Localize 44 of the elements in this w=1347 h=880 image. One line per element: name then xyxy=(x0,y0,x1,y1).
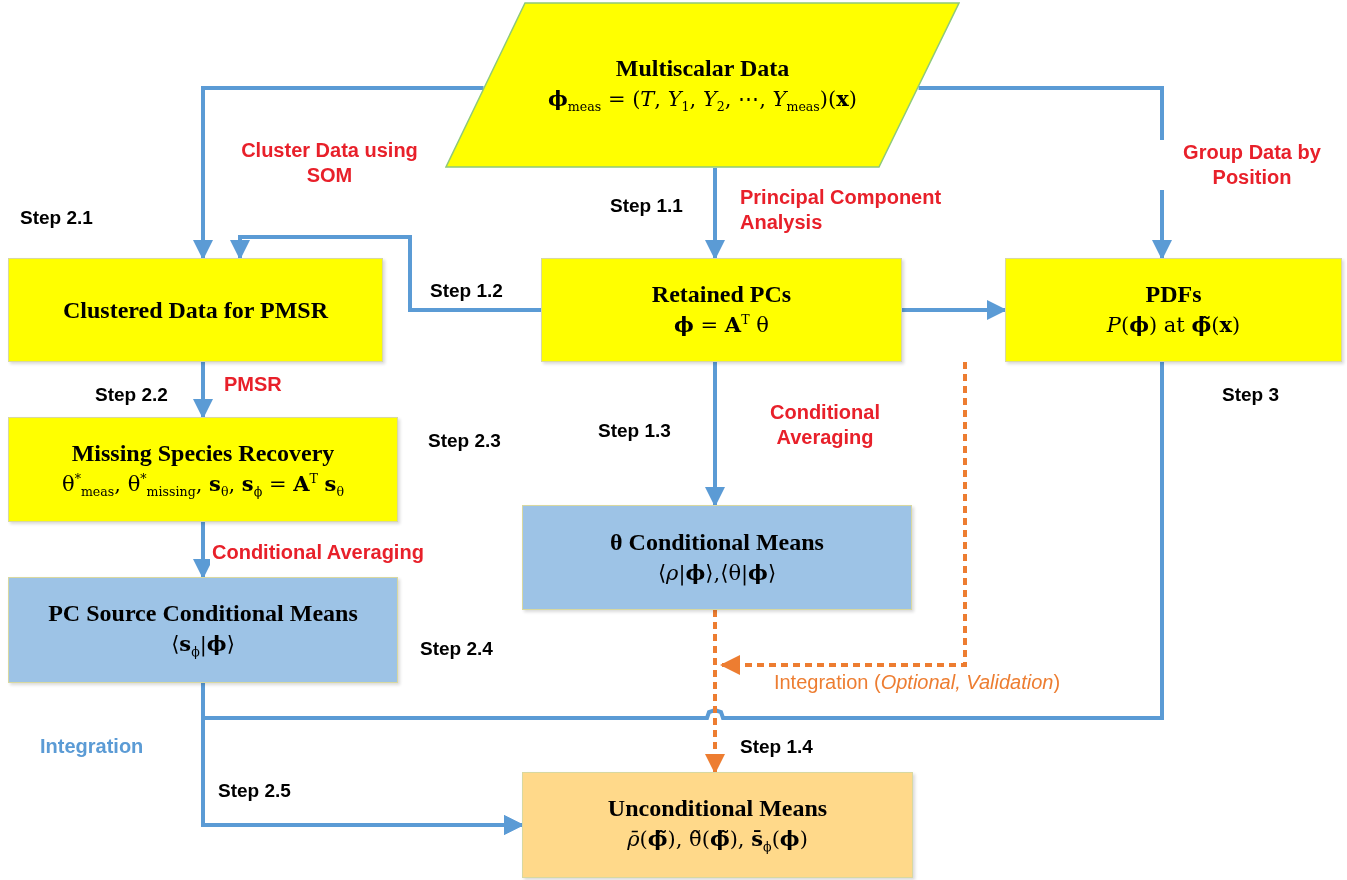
process-box xyxy=(8,417,398,522)
formula-text: ⟨ρ|ϕ⟩,⟨θ|ϕ⟩ xyxy=(657,558,777,588)
process-box xyxy=(8,258,383,362)
node-title: Multiscalar Data xyxy=(615,54,790,84)
node-title: Retained PCs xyxy=(651,280,792,310)
formula-text: P(ϕ) at ϕ̃(x) xyxy=(1106,311,1241,340)
node-title: PC Source Conditional Means xyxy=(48,599,358,629)
arrow xyxy=(705,362,725,507)
arrow xyxy=(201,362,1164,835)
step-label: Step 1.1 xyxy=(610,195,683,217)
step-label: Step 2.4 xyxy=(420,638,493,660)
formula-text: ϕ$_{meas}$ = (T, Y$_{1}$, Y$_{2}$, ⋯, Y$_{meas}$)(x) xyxy=(548,85,857,116)
node-title: Missing Species Recovery xyxy=(71,438,335,468)
process-box xyxy=(8,577,398,683)
arrow xyxy=(193,86,484,260)
data-parallelogram xyxy=(445,2,960,168)
formula-text: ρ̄(ϕ̃), θ̃(ϕ̃), s̄$_{ϕ}$(ϕ) xyxy=(627,825,808,856)
step-label: Step 2.1 xyxy=(20,207,93,229)
arrow xyxy=(902,300,1007,320)
step-label: Step 1.4 xyxy=(740,736,813,758)
step-label: Step 2.3 xyxy=(428,430,501,452)
node-title: PDFs xyxy=(1145,280,1202,310)
arrow xyxy=(705,168,725,260)
step-label: Step 1.3 xyxy=(598,420,671,442)
formula-text: θ$^{*}$$_{meas}$, θ$^{*}$$_{missing}$, s$_{θ}$, s$_{ϕ}$ = A$^{T}$ s$_{θ}$ xyxy=(61,469,345,501)
node-title: Clustered Data for PMSR xyxy=(62,295,329,325)
step-label: Step 1.2 xyxy=(430,280,503,302)
dashed-arrow xyxy=(705,610,725,774)
formula-text: ⟨s$_{ϕ}$|ϕ⟩ xyxy=(171,630,235,661)
process-box xyxy=(522,505,912,610)
step-label: Step 3 xyxy=(1222,384,1280,406)
process-box xyxy=(541,258,902,362)
step-label: Step 2.5 xyxy=(218,780,291,802)
step-label: Step 2.2 xyxy=(95,384,168,406)
dashed-arrow xyxy=(720,362,967,675)
formula-text: ϕ = A$^{T}$ θ xyxy=(674,311,769,340)
node-title: Unconditional Means xyxy=(607,794,828,824)
process-box xyxy=(522,772,913,878)
arrow xyxy=(918,86,1172,260)
arrow xyxy=(193,522,213,579)
arrow xyxy=(193,362,213,419)
arrow xyxy=(230,235,541,312)
process-box xyxy=(1005,258,1342,362)
node-title: θ Conditional Means xyxy=(610,527,824,557)
